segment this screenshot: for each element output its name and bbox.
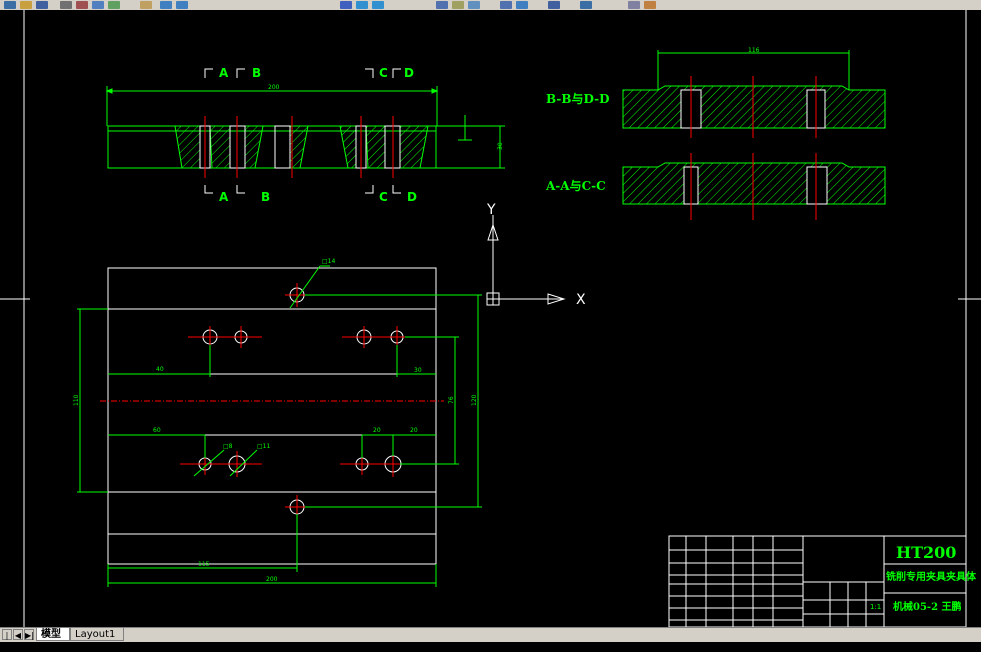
- dim-20b: 20: [410, 427, 418, 434]
- design-center-icon[interactable]: [452, 1, 464, 9]
- title-material: HT200: [896, 543, 956, 562]
- layer-icon[interactable]: [628, 1, 640, 9]
- new-icon[interactable]: [4, 1, 16, 9]
- dim-40: 40: [156, 366, 164, 373]
- open-icon[interactable]: [20, 1, 32, 9]
- help-icon[interactable]: [580, 1, 592, 9]
- brush-icon[interactable]: [140, 1, 152, 9]
- pan-icon[interactable]: [340, 1, 352, 9]
- first-tab-button[interactable]: |◀: [2, 629, 12, 651]
- redo-icon[interactable]: [176, 1, 188, 9]
- title-school: 机械05-2 王鹏: [893, 600, 962, 613]
- ucs-icon: [486, 215, 566, 306]
- section-views: B-B与D-D A-A与C-C 116: [545, 47, 886, 220]
- last-tab-button[interactable]: ▶|: [24, 629, 34, 640]
- cut-marker-a-top: A: [219, 66, 229, 80]
- cut-marker-b-bottom: B: [261, 190, 270, 204]
- cut-marker-c-bottom: C: [379, 190, 388, 204]
- cut-marker-c-top: C: [379, 66, 388, 80]
- cut-icon[interactable]: [76, 1, 88, 9]
- cut-marker-a-bottom: A: [219, 190, 229, 204]
- sheet-set-icon[interactable]: [500, 1, 512, 9]
- calc-icon[interactable]: [548, 1, 560, 9]
- dim-right-height: 120: [471, 394, 478, 406]
- dim-hole-dia-mid: □11: [257, 443, 270, 450]
- dim-60: 60: [153, 427, 161, 434]
- front-view: A B C D A B C D 200 30: [105, 66, 505, 204]
- zoom-previous-icon[interactable]: [372, 1, 384, 9]
- print-icon[interactable]: [60, 1, 72, 9]
- dim-30: 30: [414, 367, 422, 374]
- properties-icon[interactable]: [436, 1, 448, 9]
- paste-icon[interactable]: [108, 1, 120, 9]
- title-drawing-name: 铣削专用夹具夹具体: [886, 570, 977, 583]
- undo-icon[interactable]: [160, 1, 172, 9]
- save-icon[interactable]: [36, 1, 48, 9]
- zoom-icon[interactable]: [356, 1, 368, 9]
- copy-icon[interactable]: [92, 1, 104, 9]
- layout-tab-bar: |◀ ◀ ▶| 模型 Layout1: [0, 627, 981, 651]
- tab-layout1[interactable]: Layout1: [70, 628, 124, 641]
- title-block: [668, 535, 967, 627]
- dim-side-height: 30: [497, 142, 504, 150]
- dim-top-width: 200: [268, 84, 280, 91]
- ucs-y-label: Y: [486, 202, 496, 218]
- cut-marker-b-top: B: [252, 66, 261, 80]
- title-scale: 1:1: [870, 603, 881, 611]
- dim-20a: 20: [373, 427, 381, 434]
- dim-inner-height: 76: [448, 396, 455, 404]
- dim-section-width: 116: [748, 47, 760, 54]
- drawing-frame: [0, 10, 981, 627]
- drawing-canvas[interactable]: A B C D A B C D 200 30 B-B与D-D A-A与C-C 1…: [0, 10, 981, 627]
- cut-marker-d-top: D: [404, 66, 414, 80]
- dim-bottom-115: 115: [198, 561, 210, 568]
- section-label-bb-dd: B-B与D-D: [546, 92, 610, 106]
- tool-palette-icon[interactable]: [468, 1, 480, 9]
- ucs-x-label: X: [576, 292, 586, 308]
- layer-state-icon[interactable]: [644, 1, 656, 9]
- cut-marker-d-bottom: D: [407, 190, 417, 204]
- section-label-aa-cc: A-A与C-C: [545, 179, 606, 193]
- plan-view: □14 110 120 76 40 30 60 □8 □11 20 20 115…: [73, 258, 482, 587]
- dim-hole-dia-top: □14: [322, 258, 335, 265]
- dim-left-height: 110: [73, 394, 80, 406]
- dim-bottom-200: 200: [266, 576, 278, 583]
- prev-tab-button[interactable]: ◀: [13, 629, 23, 640]
- markup-icon[interactable]: [516, 1, 528, 9]
- tab-model[interactable]: 模型: [36, 628, 70, 641]
- dim-hole-dia-small: □8: [223, 443, 233, 450]
